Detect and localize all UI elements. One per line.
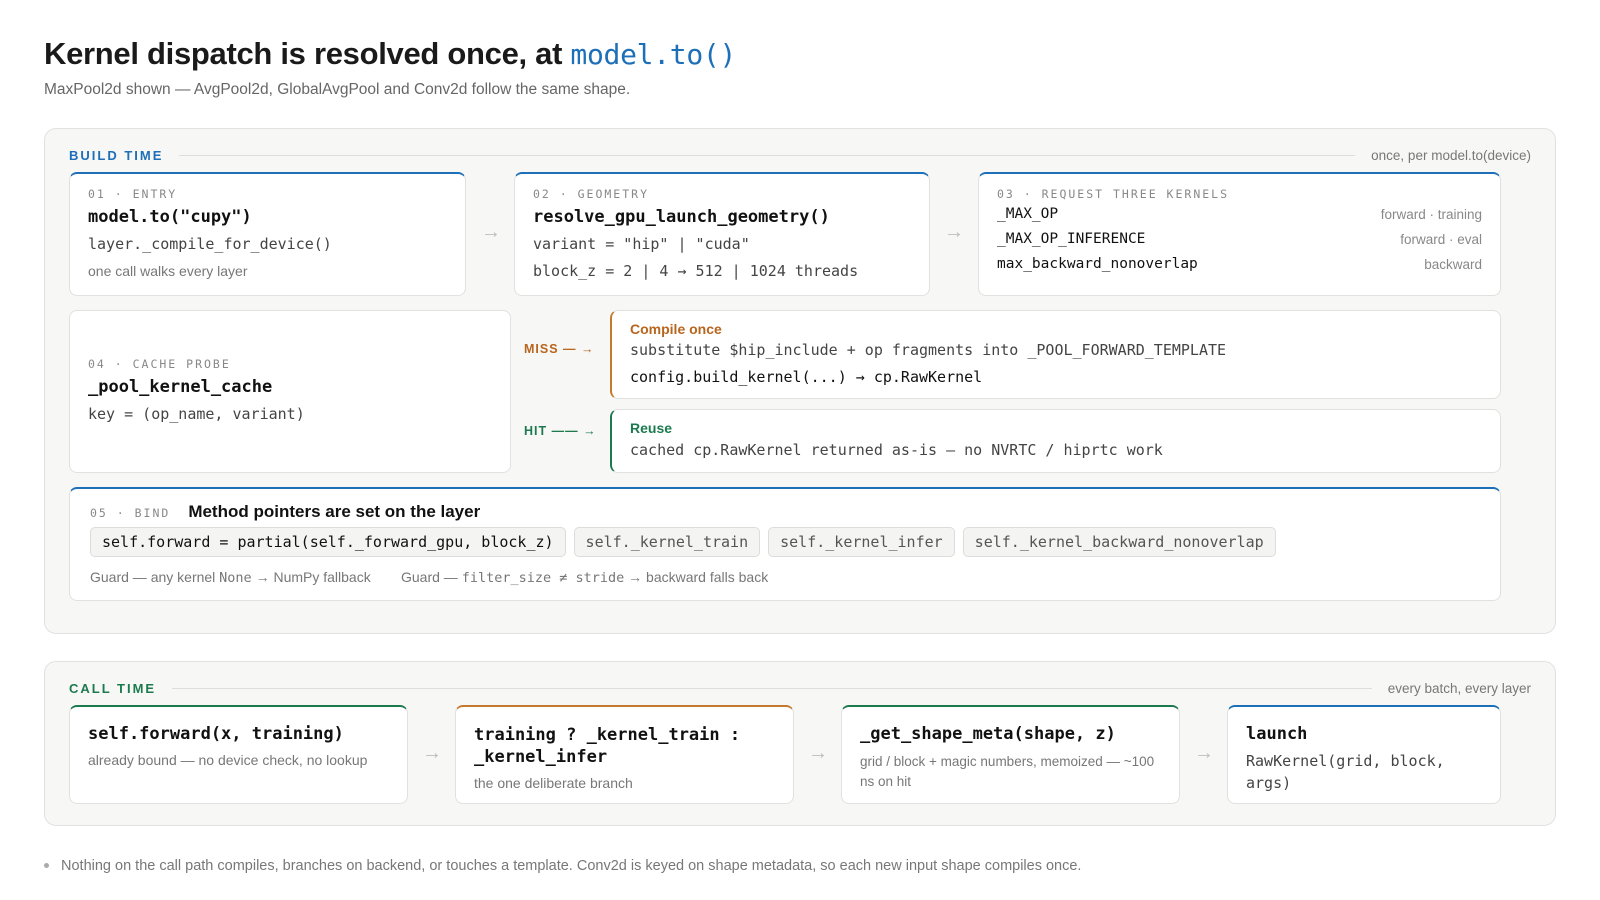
call-time-header: CALL TIME every batch, every layer (69, 678, 1531, 698)
kernel-row: _MAX_OP_INFERENCE forward · eval (997, 229, 1482, 249)
page-title: Kernel dispatch is resolved once, at mod… (44, 36, 736, 72)
reuse-line: cached cp.RawKernel returned as-is — no … (630, 441, 1163, 459)
bind-eyebrow: 05 · BIND (90, 506, 171, 520)
kernel-row: max_backward_nonoverlap backward (997, 254, 1482, 274)
bind-chip: self._kernel_infer (768, 527, 955, 557)
kernel-name: max_backward_nonoverlap (997, 256, 1198, 272)
call-time-section: CALL TIME every batch, every layer self.… (44, 661, 1556, 826)
hit-branch-label: HIT —— → (524, 424, 597, 438)
geometry-eyebrow: 02 · GEOMETRY (533, 187, 650, 201)
geometry-line-variant: variant = "hip" | "cuda" (533, 235, 750, 253)
build-time-note: once, per model.to(device) (1371, 147, 1531, 163)
call-time-note: every batch, every layer (1387, 680, 1531, 696)
bind-chip: self._kernel_train (573, 527, 761, 557)
entry-line: layer._compile_for_device() (88, 235, 332, 253)
call-step-title: training ? _kernel_train : _kernel_infer (474, 725, 741, 767)
kernel-mode: forward · training (1380, 206, 1482, 222)
page-title-code: model.to() (570, 38, 736, 71)
entry-eyebrow: 01 · ENTRY (88, 187, 178, 201)
bind-header: 05 · BIND Method pointers are set on the… (90, 502, 480, 522)
geometry-title: resolve_gpu_launch_geometry() (533, 207, 830, 227)
compile-once-title: Compile once (630, 321, 722, 337)
call-step-note: grid / block + magic numbers, memoized —… (860, 754, 1155, 789)
cache-title: _pool_kernel_cache (88, 377, 273, 397)
geometry-card: 02 · GEOMETRY resolve_gpu_launch_geometr… (514, 172, 930, 296)
cache-key-line: key = (op_name, variant) (88, 405, 305, 423)
kernel-mode: forward · eval (1400, 231, 1482, 247)
page-subtitle: MaxPool2d shown — AvgPool2d, GlobalAvgPo… (44, 81, 631, 98)
guard-none-suffix: → NumPy fallback (251, 569, 371, 585)
guard-backward-fallback: Guard — filter_size ≠ stride → backward … (401, 569, 768, 586)
kernel-name: _MAX_OP_INFERENCE (997, 231, 1146, 247)
kernel-mode: backward (1424, 256, 1482, 272)
call-step-title: self.forward(x, training) (88, 724, 344, 744)
footnote-bullet (44, 862, 49, 868)
call-step-note: the one deliberate branch (474, 775, 633, 791)
entry-card: 01 · ENTRY model.to("cupy") layer._compi… (69, 172, 466, 296)
call-step-title: launch (1246, 724, 1308, 744)
page-title-text: Kernel dispatch is resolved once, at (44, 36, 571, 71)
reuse-title: Reuse (630, 420, 673, 436)
arrow-entry-to-geometry: → (481, 221, 501, 243)
kernel-row: _MAX_OP forward · training (997, 204, 1482, 224)
guard-backward-suffix: → backward falls back (624, 569, 769, 585)
call-step-note: RawKernel(grid, block, args) (1246, 752, 1445, 792)
bind-chip: self._kernel_backward_nonoverlap (962, 527, 1276, 557)
call-step-shape-meta: _get_shape_meta(shape, z) grid / block +… (841, 705, 1180, 804)
call-time-label: CALL TIME (69, 680, 157, 696)
entry-title: model.to("cupy") (88, 207, 252, 227)
bind-chips: self.forward = partial(self._forward_gpu… (90, 527, 1284, 557)
call-step-branch: training ? _kernel_train : _kernel_infer… (455, 705, 794, 804)
arrow-call-2: → (808, 742, 828, 764)
call-step-forward: self.forward(x, training) already bound … (69, 705, 408, 804)
compile-once-card: Compile once substitute $hip_include + o… (610, 310, 1501, 399)
arrow-call-3: → (1194, 742, 1214, 764)
cache-probe-card: 04 · CACHE PROBE _pool_kernel_cache key … (69, 310, 511, 473)
build-time-divider (179, 154, 1356, 156)
guard-none-prefix: Guard — any kernel (90, 569, 220, 585)
guard-none-fallback: Guard — any kernel None → NumPy fallback (90, 569, 371, 586)
guard-backward-prefix: Guard — (401, 569, 462, 585)
kernel-name: _MAX_OP (997, 206, 1059, 222)
call-step-note: already bound — no device check, no look… (88, 752, 368, 768)
bind-card: 05 · BIND Method pointers are set on the… (69, 487, 1501, 601)
call-time-divider (172, 687, 1372, 689)
footnote: Nothing on the call path compiles, branc… (44, 858, 1081, 874)
cache-eyebrow: 04 · CACHE PROBE (88, 357, 231, 371)
geometry-line-block: block_z = 2 | 4 → 512 | 1024 threads (533, 262, 859, 280)
compile-substitute-line: substitute $hip_include + op fragments i… (630, 341, 1227, 359)
call-step-title: _get_shape_meta(shape, z) (860, 724, 1116, 744)
footnote-text: Nothing on the call path compiles, branc… (61, 858, 1082, 874)
compile-build-line: config.build_kernel(...) → cp.RawKernel (630, 368, 983, 386)
build-time-header: BUILD TIME once, per model.to(device) (69, 145, 1531, 165)
build-time-label: BUILD TIME (69, 147, 164, 163)
guard-none-code: None (219, 570, 252, 586)
kernels-card: 03 · REQUEST THREE KERNELS _MAX_OP forwa… (978, 172, 1501, 296)
miss-branch-label: MISS — → (524, 342, 595, 356)
reuse-card: Reuse cached cp.RawKernel returned as-is… (610, 409, 1501, 473)
build-time-section: BUILD TIME once, per model.to(device) 01… (44, 128, 1556, 634)
bind-chip: self.forward = partial(self._forward_gpu… (90, 527, 566, 557)
arrow-geometry-to-kernels: → (944, 221, 964, 243)
kernels-eyebrow: 03 · REQUEST THREE KERNELS (997, 187, 1230, 201)
bind-title: Method pointers are set on the layer (188, 502, 481, 521)
guard-backward-code: filter_size ≠ stride (461, 570, 625, 586)
call-step-launch: launch RawKernel(grid, block, args) (1227, 705, 1501, 804)
arrow-call-1: → (422, 742, 442, 764)
entry-note: one call walks every layer (88, 263, 248, 279)
